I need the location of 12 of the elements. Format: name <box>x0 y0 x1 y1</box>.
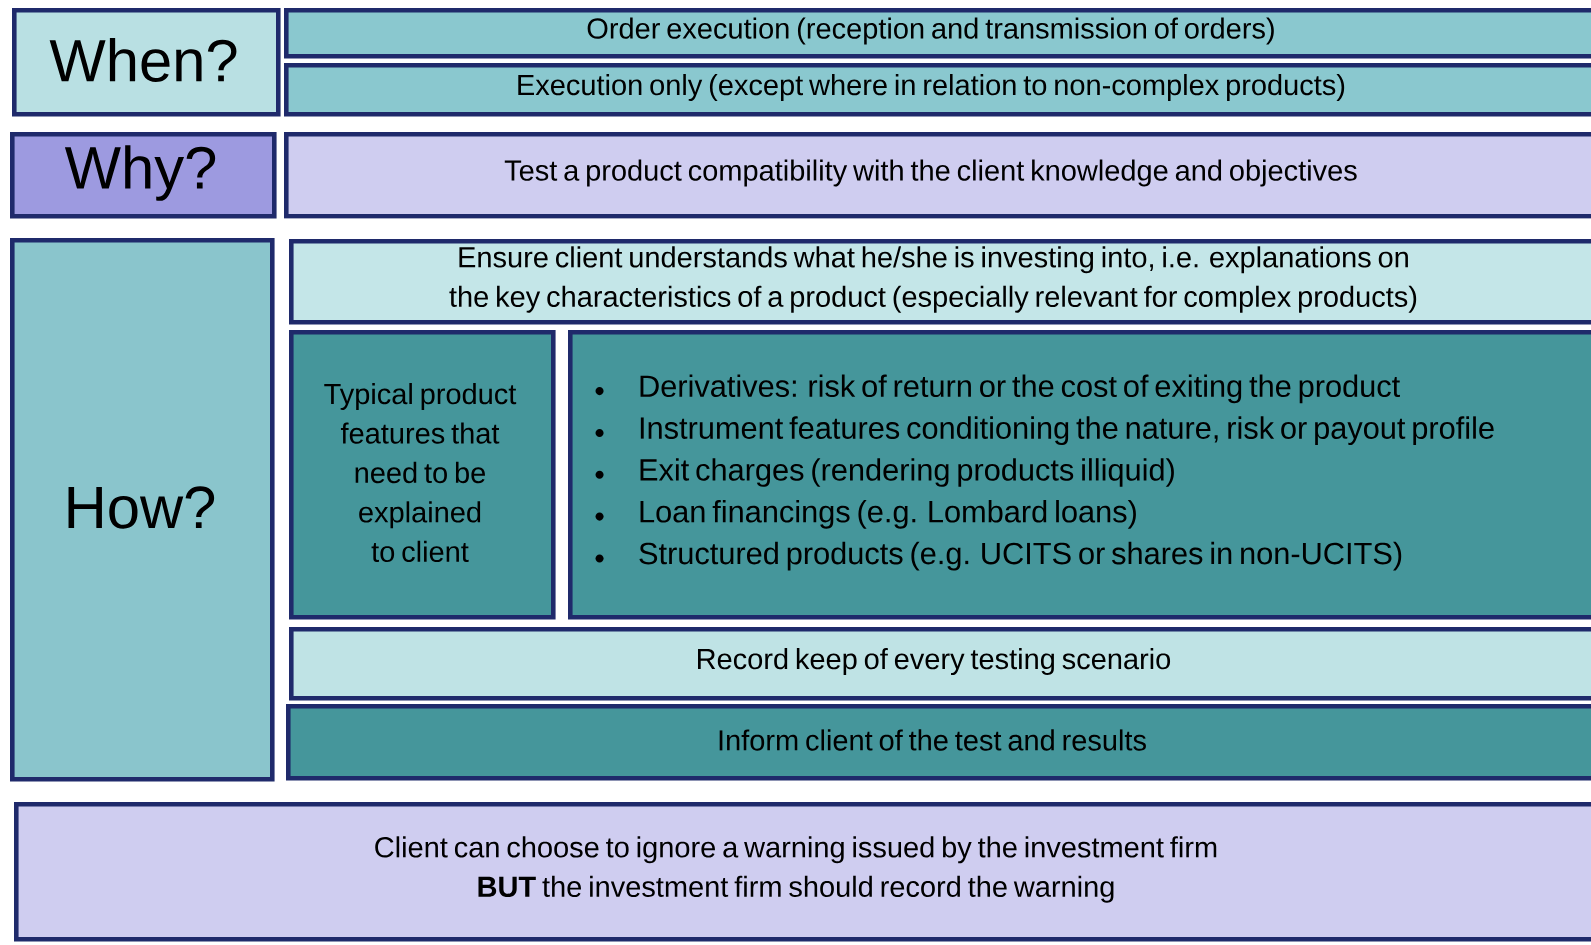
text-box: Execution only (except where in relation to non-complex products) <box>284 63 1591 117</box>
text-box: Record keep of every testing scenario <box>289 627 1591 701</box>
text-box: Inform client of the test and results <box>286 704 1591 781</box>
bullet-list-box: Derivatives: risk of return or the cost of exiting the product Instrument features conditioning the nature, risk or payout profile Exit charges (rendering products illiquid) Loan financings (e.g. Lombard loans) Structured products (e.g. UCITS or shares in non-UCITS) <box>568 330 1591 620</box>
text-box: Test a product compatibility with the client knowledge and objectives <box>284 132 1591 219</box>
heading-box: When? <box>12 8 281 117</box>
heading-box: Why? <box>10 132 277 219</box>
warning-box: Client can choose to ignore a warning issued by the investment firm BUT the investment firm should record the warning <box>14 802 1591 942</box>
text-box: Ensure client understands what he/she is investing into, i.e. explanations on the key characteristics of a product (especially relevant for complex products) <box>289 239 1591 325</box>
heading-box: How? <box>10 238 275 782</box>
text-box: Order execution (reception and transmission of orders) <box>284 8 1591 59</box>
text-box: Typical product features that need to be explained to client <box>289 330 556 620</box>
